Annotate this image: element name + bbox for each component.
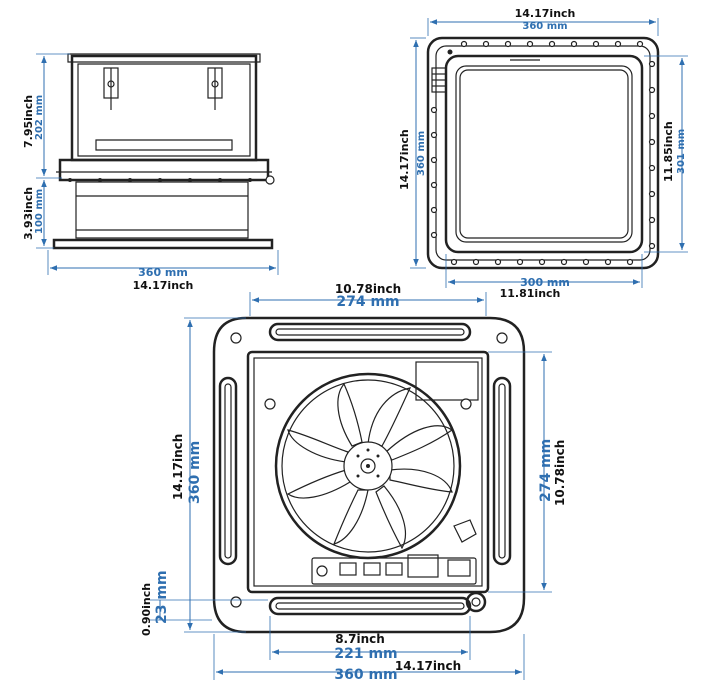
bottom-grille-width-mm: 221 mm: [334, 646, 397, 662]
bottom-total-width-in: 14.17inch: [395, 659, 461, 673]
bottom-top-width-in: 10.78inch: [335, 282, 401, 296]
bottom-flange-in: 0.90inch: [140, 583, 153, 636]
top-width-mm: 360 mm: [522, 21, 567, 32]
top-width-in: 14.17inch: [515, 7, 576, 20]
side-width-mm: 360 mm: [138, 266, 188, 279]
bottom-flange-mm: 23 mm: [154, 570, 170, 624]
bottom-top-width-mm: 274 mm: [336, 294, 399, 310]
bottom-total-width-mm: 360 mm: [334, 667, 397, 683]
bottom-left-height-mm: 360 mm: [187, 441, 203, 504]
side-width-in: 14.17inch: [133, 279, 194, 292]
bottom-grille-width-in: 8.7inch: [335, 632, 385, 646]
top-inner-height-mm: 301 mm: [676, 129, 687, 174]
hinge-left: [103, 67, 119, 110]
side-view: 7.95inch 202 mm 3.93inch 100 mm 360 mm 1…: [22, 53, 279, 292]
hinge-right: [207, 67, 223, 110]
top-inner-height-in: 11.85inch: [662, 121, 675, 182]
bottom-right-height-in: 10.78inch: [553, 440, 567, 506]
side-height-bottom-in: 3.93inch: [22, 187, 35, 240]
power-button-icon: [465, 591, 487, 613]
side-height-bottom-mm: 100 mm: [34, 189, 45, 234]
bottom-left-height-in: 14.17inch: [171, 434, 185, 500]
fan-blades: [274, 372, 462, 560]
top-view-bolt-holes: [430, 40, 656, 266]
top-view: 14.17inch 360 mm 14.17inch 360 mm 11.85i…: [398, 7, 688, 300]
top-height-mm: 360 mm: [416, 131, 427, 176]
side-height-top-in: 7.95inch: [22, 95, 35, 148]
side-height-top-mm: 202 mm: [34, 95, 45, 140]
top-height-in: 14.17inch: [398, 129, 411, 190]
top-inner-width-mm: 300 mm: [520, 276, 570, 289]
bottom-right-height-mm: 274 mm: [538, 439, 554, 502]
top-inner-width-in: 11.81inch: [500, 287, 561, 300]
vent-slots: [218, 322, 512, 616]
bottom-view: 10.78inch 274 mm 14.17inch 360 mm 274 mm…: [140, 282, 567, 683]
flange-bolts: [68, 175, 275, 185]
